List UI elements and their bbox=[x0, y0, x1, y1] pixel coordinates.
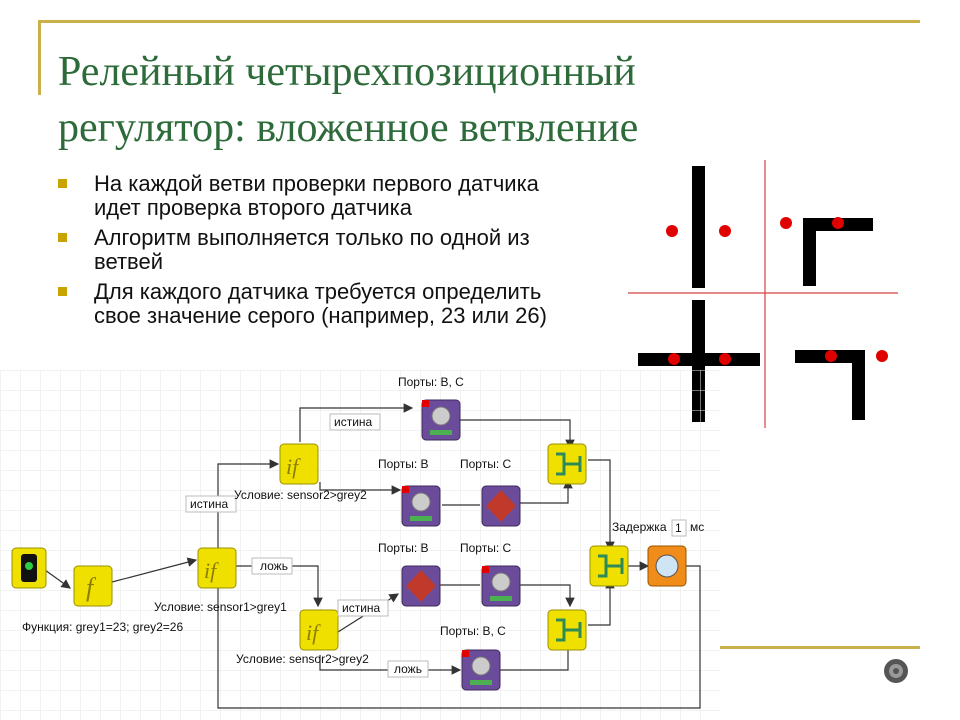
timer-block[interactable] bbox=[647, 545, 687, 587]
sensor-dot bbox=[832, 217, 844, 229]
function-label: Функция: grey1=23; grey2=26 bbox=[22, 620, 183, 634]
ports-c-label-2: Порты: C bbox=[460, 541, 511, 555]
true-label-bottom: истина bbox=[342, 601, 381, 615]
if-block-inner-top[interactable]: if bbox=[279, 443, 319, 485]
merge-block-bottom[interactable] bbox=[547, 609, 587, 651]
merge-block-outer[interactable] bbox=[589, 545, 629, 587]
merge-icon bbox=[556, 452, 582, 476]
svg-text:if: if bbox=[286, 454, 301, 479]
ports-b-label-1: Порты: B bbox=[378, 457, 429, 471]
timer-icon bbox=[655, 554, 679, 578]
if-block-inner-bottom[interactable]: if bbox=[299, 609, 339, 651]
frame-left-line bbox=[38, 20, 41, 95]
motor-block-c2[interactable] bbox=[481, 565, 521, 607]
gear-motor-icon bbox=[431, 406, 451, 426]
motor-block-bottom[interactable] bbox=[461, 649, 501, 691]
slide-title: Релейный четырехпозиционный регулятор: в… bbox=[58, 44, 778, 156]
ports-b-label-2: Порты: B bbox=[378, 541, 429, 555]
merge-block-top[interactable] bbox=[547, 443, 587, 485]
false-label-outer: ложь bbox=[260, 559, 288, 573]
sensor-dot bbox=[666, 225, 678, 237]
function-block[interactable]: f bbox=[73, 565, 113, 607]
connections bbox=[44, 403, 701, 709]
sensor-dot bbox=[780, 217, 792, 229]
sensor-dot bbox=[876, 350, 888, 362]
false-label-bottom: ложь bbox=[394, 662, 422, 676]
bullet-item: Для каждого датчика требуется определить… bbox=[58, 280, 578, 328]
motor-block-top[interactable] bbox=[421, 399, 461, 441]
title-line-2: регулятор: вложенное ветвление bbox=[58, 105, 639, 151]
ports-c-label-1: Порты: C bbox=[460, 457, 511, 471]
true-label-outer: истина bbox=[190, 497, 229, 511]
delay-value: 1 bbox=[675, 521, 682, 535]
bullet-square-icon bbox=[58, 179, 67, 188]
stop-hand-icon bbox=[486, 490, 516, 522]
title-line-1: Релейный четырехпозиционный bbox=[58, 49, 636, 95]
frame-top-line bbox=[40, 20, 920, 23]
motor-block-b1[interactable] bbox=[401, 485, 441, 527]
start-block[interactable] bbox=[11, 547, 47, 589]
svg-text:if: if bbox=[306, 620, 321, 645]
function-icon: f bbox=[86, 573, 97, 602]
footer-line bbox=[720, 646, 920, 649]
stop-block-b2[interactable] bbox=[401, 565, 441, 607]
logo-icon bbox=[884, 659, 908, 683]
sensor-dot bbox=[668, 353, 680, 365]
true-label-top: истина bbox=[334, 415, 373, 429]
cond-inner-bottom-label: Условие: sensor2>grey2 bbox=[236, 652, 369, 666]
bullet-square-icon bbox=[58, 287, 67, 296]
bullet-item: Алгоритм выполняется только по одной из … bbox=[58, 226, 578, 274]
bullet-list: На каждой ветви проверки первого датчика… bbox=[58, 172, 578, 334]
line-q2-vertical bbox=[803, 218, 816, 286]
line-q1 bbox=[692, 166, 705, 288]
stop-block-c1[interactable] bbox=[481, 485, 521, 527]
line-q4-vertical bbox=[852, 350, 865, 420]
delay-label: Задержка bbox=[612, 520, 667, 534]
bullet-square-icon bbox=[58, 233, 67, 242]
sensor-dot bbox=[825, 350, 837, 362]
sensor-dot bbox=[719, 353, 731, 365]
ports-bc-label-top: Порты: B, C bbox=[398, 375, 464, 389]
ports-bc-label-bottom: Порты: B, C bbox=[440, 624, 506, 638]
if-block-outer[interactable]: if bbox=[197, 547, 237, 589]
bullet-item: На каждой ветви проверки первого датчика… bbox=[58, 172, 578, 220]
delay-unit: мс bbox=[690, 520, 704, 534]
cond-outer-label: Условие: sensor1>grey1 bbox=[154, 600, 287, 614]
line-q3-horizontal bbox=[638, 353, 760, 366]
program-diagram: f Функция: grey1=23; grey2=26 if Условие… bbox=[0, 370, 720, 720]
sensor-dot bbox=[719, 225, 731, 237]
if-icon: if bbox=[204, 558, 219, 583]
cond-inner-top-label: Условие: sensor2>grey2 bbox=[234, 488, 367, 502]
